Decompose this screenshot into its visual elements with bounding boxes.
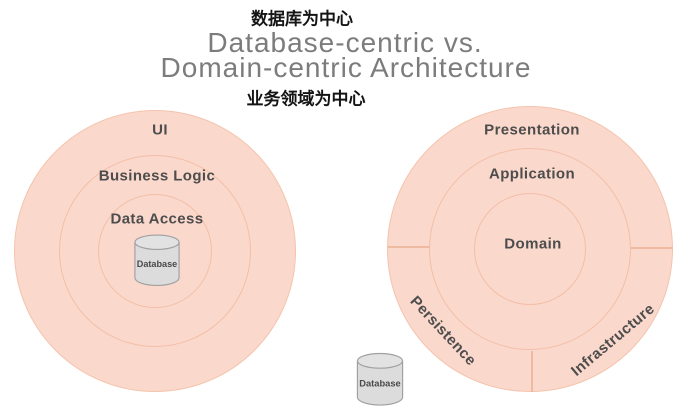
layer-label-presentation: Presentation: [484, 121, 580, 139]
cylinder-top: [134, 234, 180, 251]
segment-divider-bottom: [531, 351, 533, 392]
caption-domain-centric-cn: 业务领域为中心: [246, 89, 366, 109]
domain-centric-diagram: Presentation Application Domain Persiste…: [387, 106, 673, 392]
segment-divider-left: [388, 246, 430, 248]
layer-label-business-logic: Business Logic: [98, 167, 216, 185]
database-cylinder-label: Database: [137, 259, 178, 269]
external-database-cylinder-icon: Database: [356, 352, 404, 406]
segment-divider-right: [631, 247, 673, 249]
cylinder-body: [134, 242, 180, 287]
db-centric-inner-circle: [98, 194, 212, 308]
db-centric-middle-circle: [59, 155, 251, 347]
page-title-line2: Domain-centric Architecture: [160, 52, 532, 83]
layer-label-data-access: Data Access: [110, 210, 204, 228]
layer-label-ui: UI: [152, 121, 168, 139]
database-centric-diagram: UI Business Logic Data Access Database: [14, 110, 296, 392]
database-cylinder-icon: Database: [134, 234, 180, 287]
domain-centric-middle-circle: [429, 148, 631, 350]
layer-label-domain: Domain: [504, 235, 562, 253]
domain-centric-inner-circle: [474, 193, 586, 305]
database-cylinder-label: Database: [359, 378, 400, 388]
layer-label-application: Application: [488, 165, 576, 183]
page-title-line1: Database-centric vs.: [207, 27, 483, 58]
cylinder-body: [356, 360, 404, 406]
caption-database-centric-cn: 数据库为中心: [251, 9, 353, 29]
cylinder-top: [356, 352, 404, 369]
